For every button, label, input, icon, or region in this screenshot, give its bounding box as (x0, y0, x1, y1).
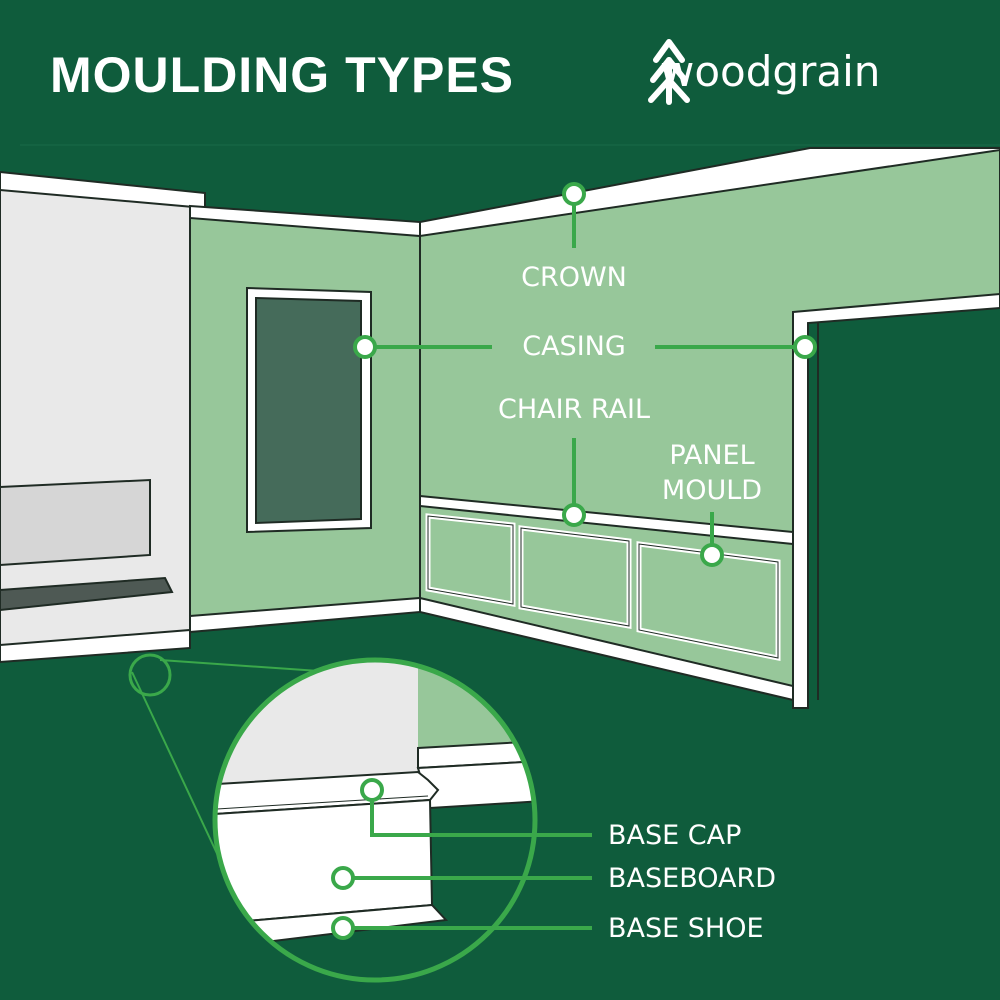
fireplace-panel (0, 478, 151, 567)
chair-rail-marker-icon (562, 503, 586, 527)
label-crown: CROWN (521, 262, 627, 293)
door-casing (792, 292, 1000, 709)
zoom-source-circle (128, 653, 172, 697)
panel-mould-marker-icon (700, 543, 724, 567)
label-casing: CASING (522, 331, 626, 362)
baseboard-marker-icon (331, 866, 355, 890)
label-chair-rail: CHAIR RAIL (497, 394, 651, 425)
zoom-line-1 (131, 671, 221, 861)
magnifier-ring (212, 657, 538, 983)
label-panel-mould-line2: MOULD (661, 475, 763, 507)
mantel-shelf (0, 576, 174, 612)
crown-moulding-right (419, 147, 1000, 238)
casing-marker-left-icon (353, 335, 377, 359)
baseboard-detail (215, 798, 434, 927)
label-panel-mould-line1: PANEL (669, 440, 755, 471)
label-base-shoe: BASE SHOE (608, 913, 764, 944)
baseboard-right (419, 596, 794, 702)
chair-rail (419, 494, 794, 546)
tree-logo-icon (648, 39, 690, 105)
base-cap-marker-icon (360, 778, 384, 802)
page-title: MOULDING TYPES (50, 47, 515, 103)
doorway-opening (820, 308, 1000, 1000)
label-base-cap: BASE CAP (608, 820, 742, 851)
base-shoe-marker-icon (331, 916, 355, 940)
partition-baseboard (0, 628, 191, 664)
label-panel-mould: PANEL MOULD (662, 438, 762, 508)
casing-marker-right-icon (793, 335, 817, 359)
brand-name: woodgrain (660, 46, 881, 96)
callout-lines (353, 204, 794, 930)
markers (331, 182, 817, 940)
window-glass (255, 296, 362, 525)
crown-marker-icon (562, 182, 586, 206)
brand-logo: woodgrain (648, 36, 880, 106)
label-baseboard: BASEBOARD (608, 863, 777, 894)
